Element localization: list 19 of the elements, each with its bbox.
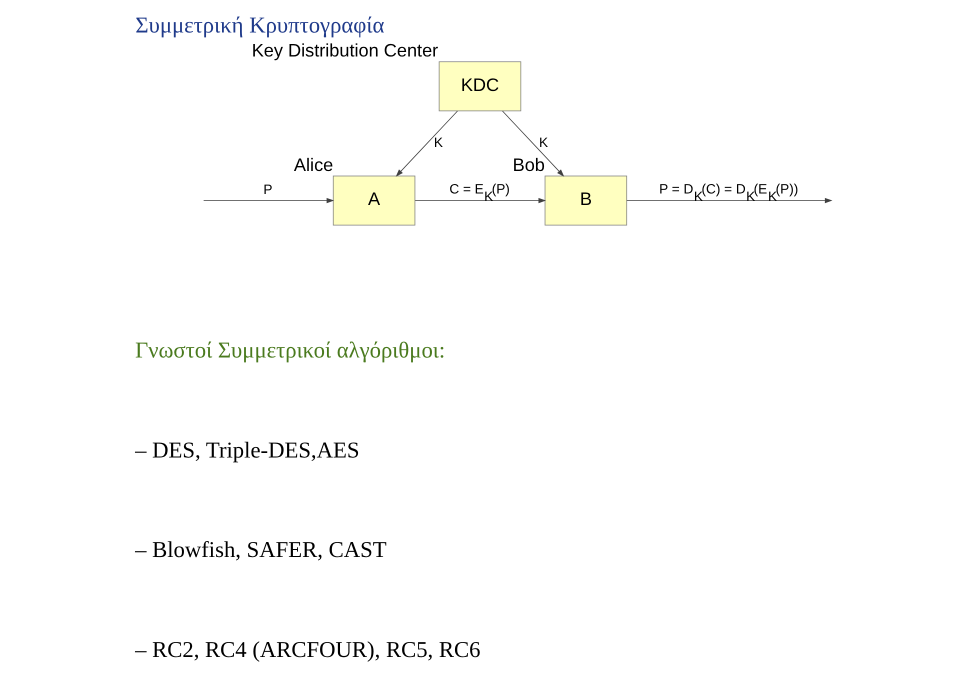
diagram-title: Συμμετρική Κρυπτογραφία — [134, 12, 384, 38]
arrow — [502, 110, 564, 177]
label: – RC2, RC4 (ARCFOUR), RC5, RC6 — [134, 637, 480, 662]
node-box: B — [544, 176, 627, 226]
edge-label: P — [262, 182, 272, 198]
node-label: Key Distribution Center — [251, 40, 438, 61]
node-box: A — [332, 176, 415, 226]
node-label: Bob — [512, 154, 544, 175]
node-label: Alice — [293, 154, 333, 175]
label: – DES, Triple-DES,AES — [134, 437, 359, 462]
arrow — [414, 198, 546, 204]
node-box: KDC — [438, 61, 521, 112]
edge-label: K — [538, 134, 548, 150]
label: Γνωστοί Συμμετρικοί αλγόριθμοι: — [134, 337, 445, 362]
label: – Blowfish, SAFER, CAST — [134, 537, 386, 562]
arrow — [626, 198, 832, 204]
arrow — [395, 110, 458, 177]
arrow — [202, 198, 334, 204]
edge-label: K — [433, 134, 442, 150]
